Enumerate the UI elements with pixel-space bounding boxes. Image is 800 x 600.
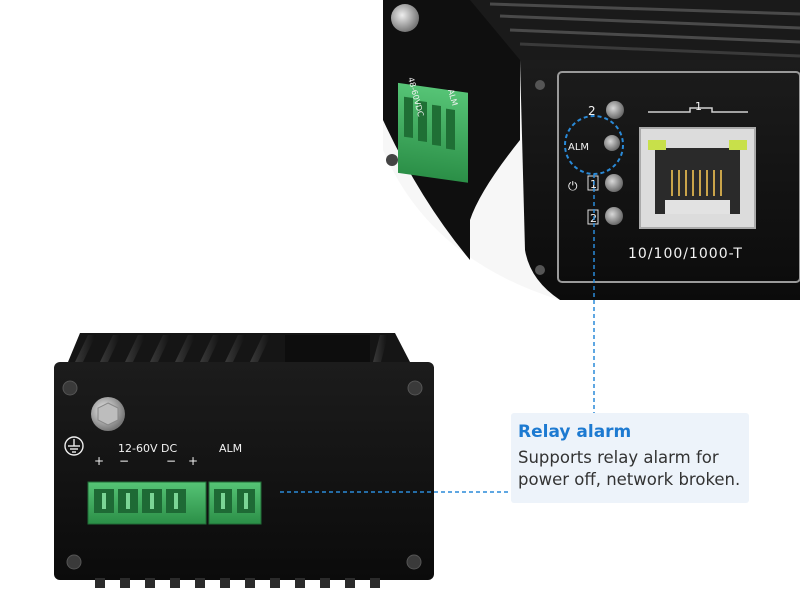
device-front: 12-60V DC ALM + − − + <box>54 333 434 588</box>
corner-screw-icon <box>66 554 82 570</box>
port-led-icon <box>729 140 747 150</box>
led-icon <box>605 207 623 225</box>
zoom-inset: 48-60VDC ALM 2 ALM ⏻ 1 2 <box>383 0 800 300</box>
polarity-plus-2: + <box>188 454 198 468</box>
zoom-heatsink-fins <box>470 0 800 60</box>
side-terminal-block <box>398 82 468 183</box>
polarity-plus-1: + <box>94 454 104 468</box>
led-icon <box>604 135 620 151</box>
relay-alarm-callout: Relay alarm Supports relay alarm for pow… <box>511 413 749 503</box>
callout-body-line-1: Supports relay alarm for <box>518 448 719 467</box>
side-alarm-label: ALM <box>446 88 459 107</box>
power-terminal-block <box>87 481 207 525</box>
ground-icon <box>64 436 84 456</box>
heatsink-fins <box>68 333 410 362</box>
polarity-minus-1: − <box>119 454 129 468</box>
led-icon <box>606 101 624 119</box>
port-number: 1 <box>695 100 702 113</box>
bottom-fins <box>95 578 380 588</box>
alarm-terminal-block <box>208 481 262 525</box>
voltage-label: 12-60V DC <box>118 442 177 455</box>
port-led-icon <box>648 140 666 150</box>
led-label-2-top: 2 <box>588 104 596 118</box>
face-screw-icon <box>535 80 545 90</box>
polarity-minus-2: − <box>166 454 176 468</box>
corner-screw-icon <box>406 554 422 570</box>
alarm-label: ALM <box>219 442 242 455</box>
power-icon: ⏻ <box>568 179 578 193</box>
corner-screw-icon <box>62 380 78 396</box>
side-screw-icon <box>391 4 419 32</box>
side-screw-icon <box>386 154 398 166</box>
led-icon <box>605 174 623 192</box>
corner-screw-icon <box>407 380 423 396</box>
device-housing <box>54 362 434 580</box>
callout-title: Relay alarm <box>518 422 632 442</box>
led-label-alm: ALM <box>568 142 589 153</box>
callout-body: Supports relay alarm for power off, netw… <box>518 447 743 491</box>
face-screw-icon <box>535 265 545 275</box>
callout-body-line-2: power off, network broken. <box>518 470 741 489</box>
port-speed-label: 10/100/1000-T <box>628 246 743 262</box>
ethernet-port: 1 <box>639 100 756 229</box>
